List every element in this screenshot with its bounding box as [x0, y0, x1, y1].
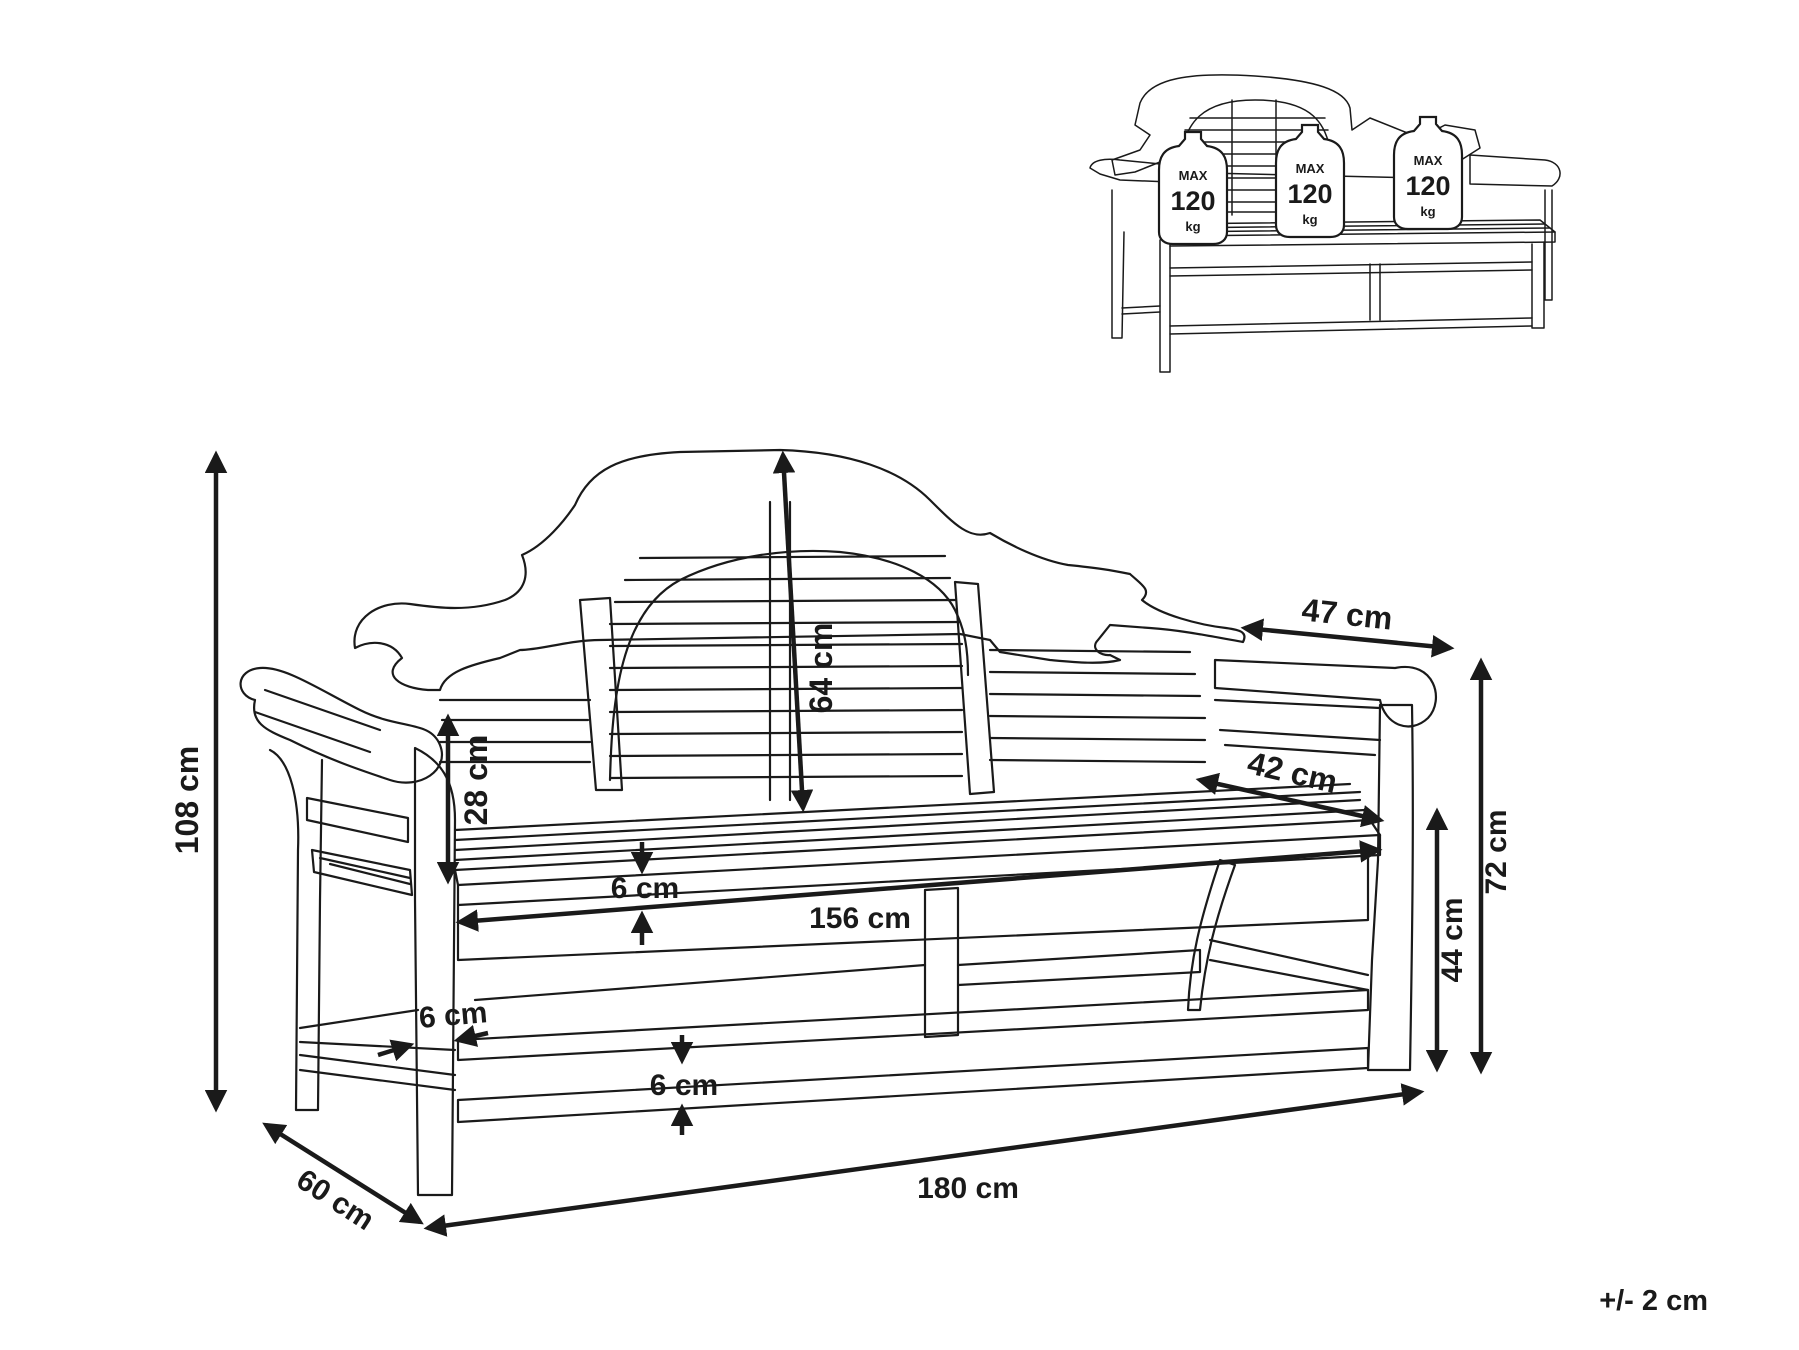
- thumbnail-bench: MAX 120 kg MAX 120 kg MAX 120 kg: [1089, 74, 1561, 373]
- total-depth-label: 60 cm: [291, 1163, 380, 1237]
- total-height-label: 108 cm: [169, 746, 205, 855]
- weight-icon: MAX 120 kg: [1157, 130, 1229, 246]
- leg-width-label: 6 cm: [418, 996, 489, 1035]
- weight-unit: kg: [1420, 204, 1435, 219]
- weight-unit: kg: [1302, 212, 1317, 227]
- weight-unit: kg: [1185, 219, 1200, 234]
- weight-value: 120: [1170, 186, 1215, 216]
- backrest-height-label: 64 cm: [803, 623, 839, 714]
- arm-gap-label: 28 cm: [458, 735, 494, 826]
- dimension-lines: [204, 450, 1493, 1237]
- stretcher-height-label: 6 cm: [650, 1069, 718, 1102]
- seat-thickness-label: 6 cm: [611, 872, 679, 905]
- weight-value: 120: [1287, 179, 1332, 209]
- seat-width-label: 156 cm: [809, 902, 911, 935]
- weight-max-label: MAX: [1179, 168, 1208, 183]
- arm-height-label: 72 cm: [1480, 809, 1513, 894]
- weight-max-label: MAX: [1296, 161, 1325, 176]
- weight-value: 120: [1405, 171, 1450, 201]
- tolerance-note: +/- 2 cm: [1599, 1285, 1708, 1317]
- total-width-label: 180 cm: [917, 1172, 1019, 1205]
- weight-max-label: MAX: [1414, 153, 1443, 168]
- main-bench-drawing: [239, 448, 1437, 1197]
- weight-icon: MAX 120 kg: [1392, 115, 1464, 231]
- seat-height-label: 44 cm: [1436, 897, 1469, 982]
- weight-icon: MAX 120 kg: [1274, 123, 1346, 239]
- armrest-length-label: 47 cm: [1300, 591, 1394, 636]
